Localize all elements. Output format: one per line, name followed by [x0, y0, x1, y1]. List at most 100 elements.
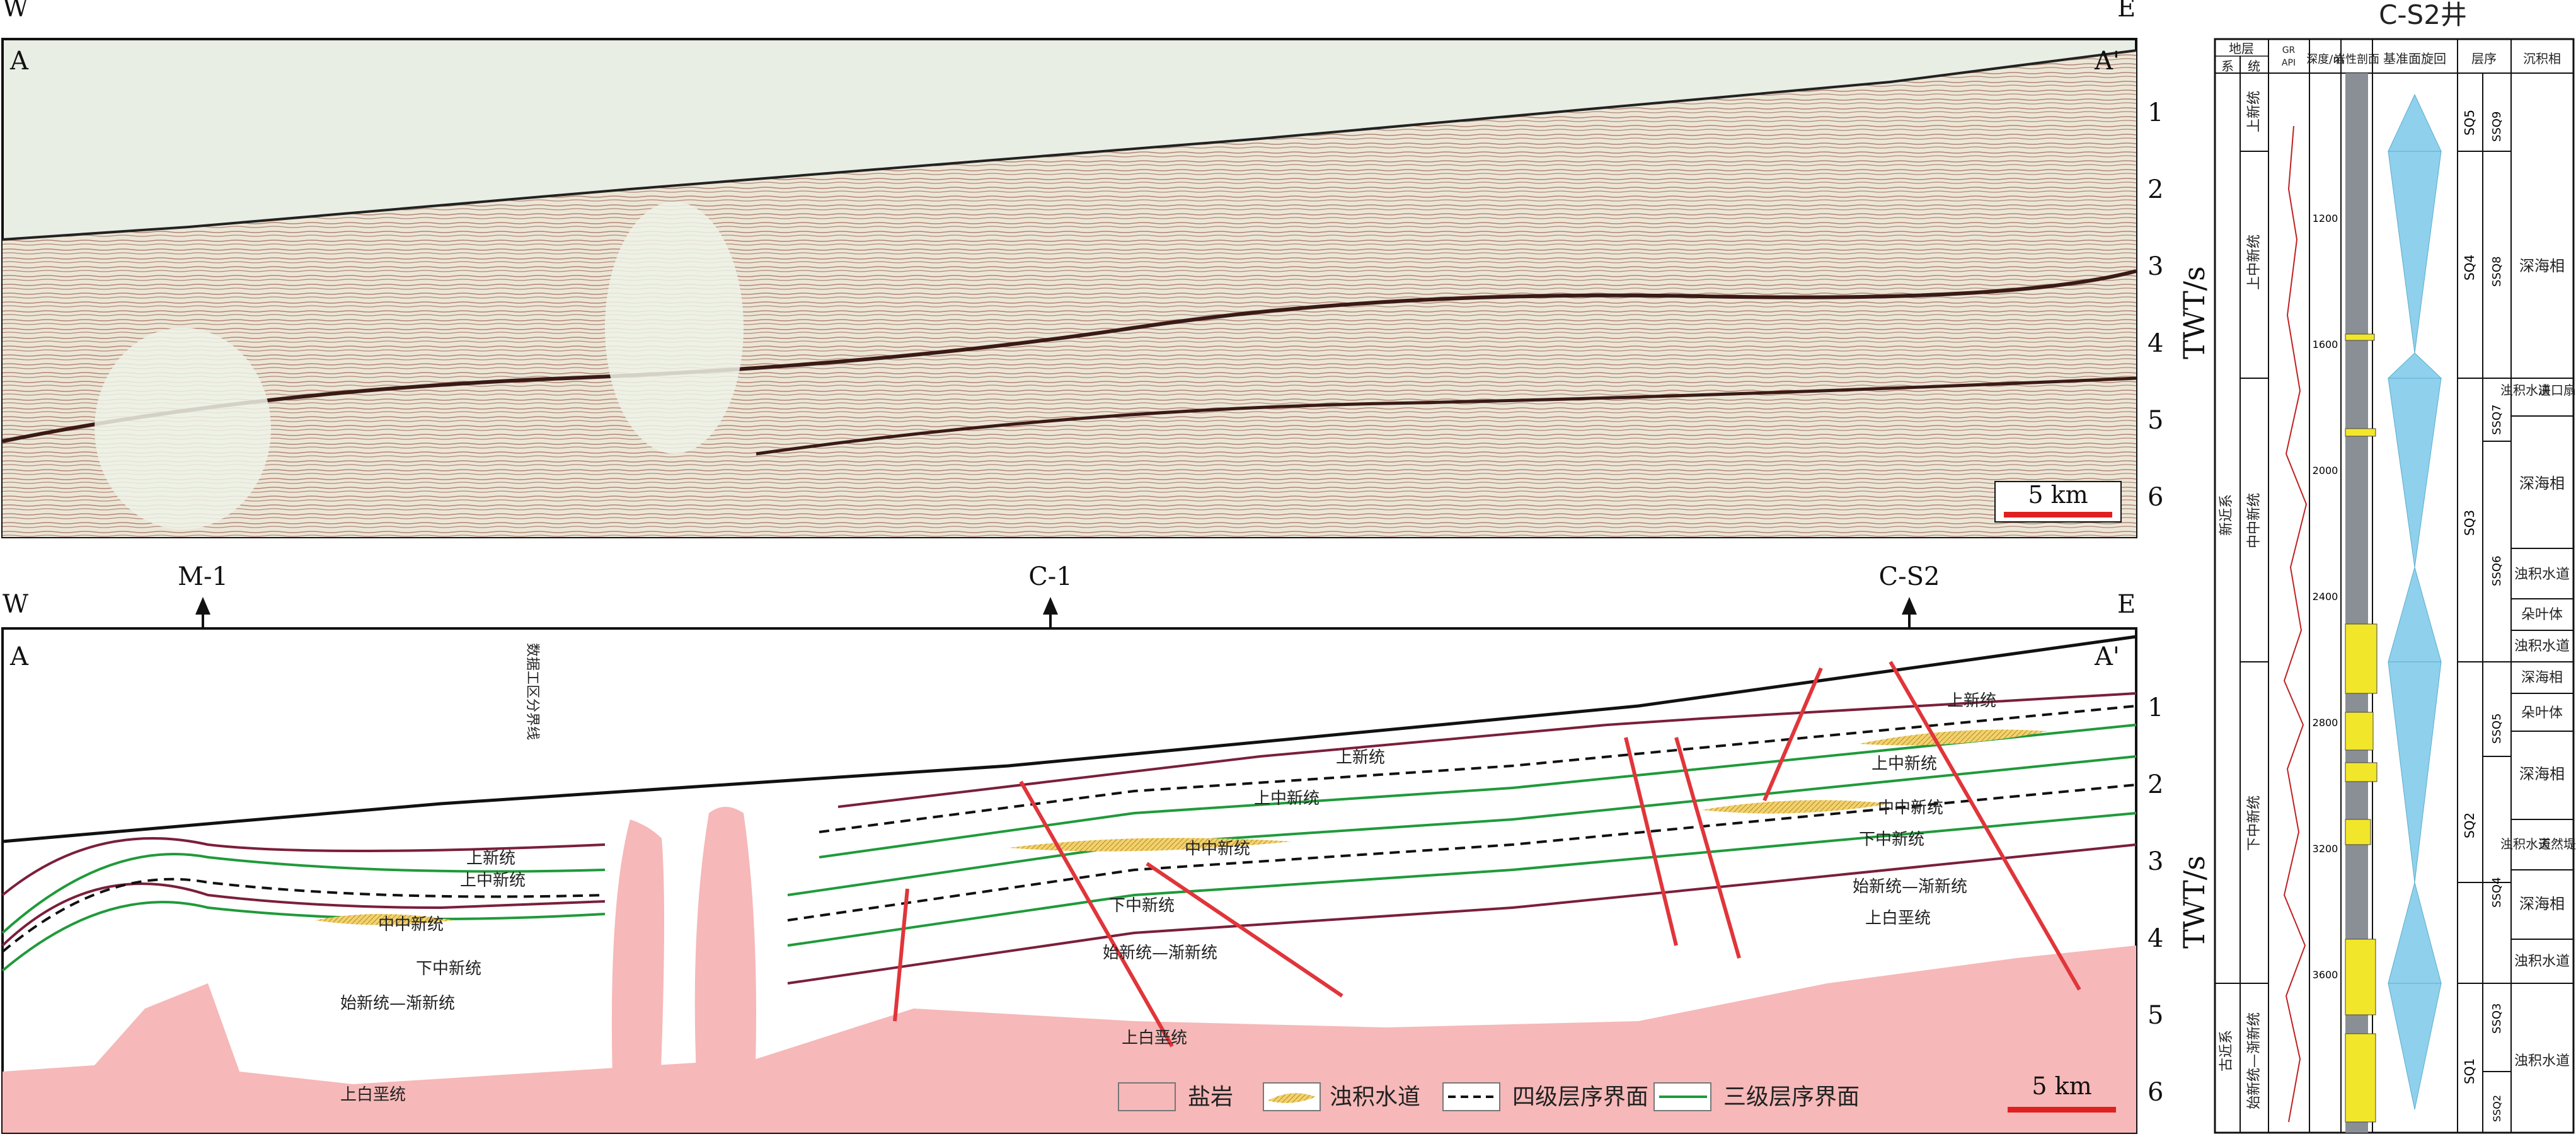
turbidite-channel: [315, 914, 454, 925]
well-arrow-icon: [195, 597, 210, 615]
seismic-tick: 1: [2148, 98, 2163, 127]
fault: [893, 888, 909, 1022]
legend-turbidite-label: 浊积水道: [1330, 1084, 1420, 1110]
legend-third-label: 三级层序界面: [1723, 1084, 1860, 1110]
depth-tick: 1200: [2313, 212, 2338, 224]
depth-tick: 3200: [2313, 843, 2338, 855]
facies-label: 朵叶体: [2521, 607, 2563, 623]
ssq-label: SSQ4: [2490, 877, 2504, 908]
lithology-sands: [2345, 333, 2378, 1123]
column-boundaries: [2215, 151, 2573, 1072]
third-order-boundary: [787, 812, 2137, 947]
unit-label: 上白垩统: [1122, 1029, 1187, 1048]
interpretation-section: W E M-1 C-1 C-S2: [1, 562, 2211, 1134]
legend-fourth-label: 四级层序界面: [1512, 1084, 1648, 1110]
seismic-scale-bar: [2004, 512, 2112, 517]
legend: 盐岩 浊积水道 四级层序界面 三级层序界面: [1118, 1082, 1860, 1111]
seismic-tick: 4: [2148, 329, 2163, 358]
hdr-facies: 沉积相: [2523, 51, 2561, 66]
depth-tick: 2000: [2313, 465, 2338, 477]
hdr-sequence: 层序: [2471, 51, 2497, 66]
third-order-boundary: [1, 901, 606, 972]
depth-tick: 2400: [2313, 591, 2338, 603]
base-level-cycles: [2387, 93, 2442, 1110]
unit-label: 上中新统: [460, 871, 526, 890]
unit-label: 中中新统: [378, 915, 444, 934]
salt-diapir: [694, 807, 756, 1133]
sq-label: SQ1: [2462, 1058, 2477, 1084]
unit-boundary: [837, 692, 2137, 808]
hdr-base-level: 基准面旋回: [2383, 51, 2446, 66]
seismic-start-label: A: [9, 47, 29, 76]
seismic-reflectors: [3, 50, 2136, 537]
seismic-tick: 2: [2148, 175, 2163, 204]
well-label: M-1: [178, 562, 228, 591]
sq-label: SQ2: [2462, 812, 2477, 838]
third-order-boundary: [787, 755, 2137, 896]
facies-label: 决口扇: [2538, 383, 2576, 398]
column-frame: [2214, 38, 2575, 1134]
series-label: 下中新统: [2246, 795, 2262, 851]
facies-label: 浊积水道: [2514, 639, 2570, 654]
unit-label: 下中新统: [1109, 896, 1175, 915]
hdr-depth: 深度/m: [2306, 53, 2344, 66]
seismic-tick: 5: [2148, 406, 2163, 435]
unit-label: 上新统: [1947, 691, 1996, 710]
facies-label: 浊积水道: [2500, 836, 2551, 852]
interp-seafloor: [2, 635, 2137, 843]
seismic-salt-dome: [95, 328, 271, 529]
ssq-label: SSQ3: [2490, 1003, 2504, 1034]
system-label: 古近系: [2219, 1030, 2234, 1072]
unit-label: 上新统: [1336, 748, 1385, 767]
hdr-system: 系: [2221, 59, 2234, 74]
interp-tick: 2: [2148, 770, 2163, 799]
third-order-boundary: [1, 853, 606, 934]
ssq-label: SSQ9: [2490, 112, 2504, 142]
well-label: C-S2: [1879, 562, 1940, 591]
hdr-lithology: 岩性剖面: [2334, 53, 2379, 66]
hdr-gr-unit: API: [2282, 58, 2296, 68]
seismic-west-label: W: [3, 0, 28, 23]
facies-label: 浊积水道: [2514, 1053, 2570, 1069]
system-label: 新近系: [2219, 494, 2234, 536]
gr-log: [2283, 125, 2308, 1123]
ssq-label: SSQ2: [2491, 1095, 2503, 1122]
facies-label: 深海相: [2519, 475, 2565, 492]
seismic-end-label: A': [2094, 47, 2120, 76]
unit-boundary: [1, 837, 606, 896]
facies-label: 深海相: [2521, 670, 2563, 686]
salt-basement: [3, 945, 2136, 1133]
fault: [1762, 667, 1823, 802]
ssq-label: SSQ7: [2490, 405, 2504, 435]
unit-boundary: [787, 843, 2137, 985]
facies-label: 天然堤: [2538, 836, 2576, 852]
unit-label: 上白垩统: [1865, 909, 1931, 928]
legend-salt-label: 盐岩: [1188, 1084, 1233, 1110]
facies-label: 浊积水道: [2500, 383, 2551, 398]
seismic-section: W E A A' 1 2 3 4 5 6 TWT/s 5 km: [1, 0, 2211, 538]
unit-label: 中中新统: [1185, 840, 1250, 859]
turbidite-channel: [1008, 838, 1292, 852]
seismic-strong-reflector: [756, 376, 2137, 456]
depth-ticks: 1200 1600 2000 2400 2800 3200 3600: [2313, 212, 2338, 981]
hdr-series: 统: [2248, 59, 2260, 74]
seismic-axis-title: TWT/s: [2177, 266, 2211, 359]
well-arrow-icon: [1902, 597, 1917, 615]
unit-label: 始新统—渐新统: [1853, 877, 1967, 896]
unit-label: 始新统—渐新统: [340, 994, 455, 1013]
seismic-east-label: E: [2117, 0, 2136, 23]
interp-tick: 5: [2148, 1001, 2163, 1030]
facies-label: 深海相: [2519, 257, 2565, 275]
series-label: 中中新统: [2246, 493, 2262, 548]
interp-west-label: W: [3, 590, 28, 619]
facies-label: 深海相: [2519, 895, 2565, 913]
interp-end-label: A': [2094, 642, 2120, 671]
seismic-tick: 3: [2148, 252, 2163, 281]
seismic-seafloor: [2, 49, 2137, 241]
survey-boundary-note: 数据工区分界线: [524, 643, 540, 740]
interp-tick: 1: [2148, 693, 2163, 722]
ssq-label: SSQ6: [2490, 556, 2504, 586]
unit-label: 始新统—渐新统: [1103, 944, 1217, 963]
fault: [1889, 661, 2081, 991]
